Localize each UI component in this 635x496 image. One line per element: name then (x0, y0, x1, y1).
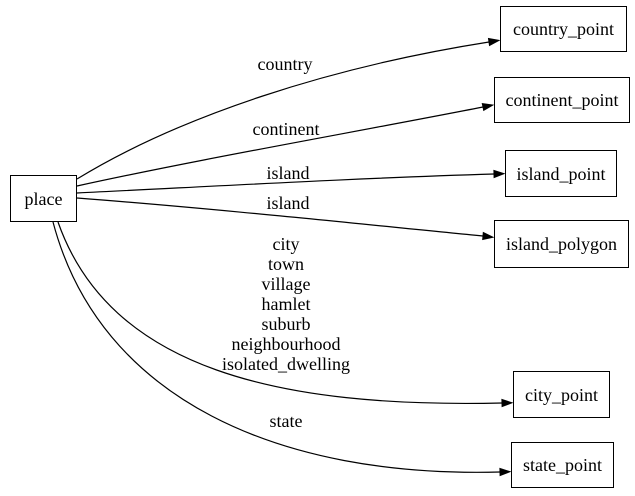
edge-label-continent: continent (252, 119, 320, 139)
edge-line-state (52, 221, 501, 473)
node-continent-point: continent_point (494, 77, 630, 123)
edge-label-state: state (269, 411, 303, 431)
edge-place-city-point (57, 221, 514, 408)
edge-label-island-polygon: island (266, 193, 310, 213)
edge-line-island-point (76, 173, 495, 194)
arrowhead-continent-point (481, 103, 495, 112)
edge-label-city-group: city town village hamlet suburb neighbou… (222, 234, 350, 374)
edge-line-continent (76, 106, 484, 187)
arrowhead-state-point (499, 467, 512, 477)
node-city-point: city_point (513, 371, 610, 418)
node-island-polygon: island_polygon (494, 220, 629, 268)
node-island-point: island_point (505, 150, 617, 197)
edge-place-state-point (52, 221, 512, 477)
arrowhead-island-polygon (482, 231, 495, 241)
edge-line-island-polygon (76, 197, 484, 237)
edge-label-country: country (257, 54, 313, 74)
arrowhead-city-point (501, 398, 514, 408)
arrowhead-country-point (487, 37, 501, 47)
edge-line-city (57, 221, 503, 404)
edge-place-continent-point (76, 103, 495, 187)
node-place: place (10, 175, 77, 222)
edge-place-island-point (76, 169, 506, 194)
edge-place-country-point (76, 37, 501, 180)
arrowhead-island-point (493, 169, 506, 179)
edge-line-country (76, 41, 490, 180)
node-state-point: state_point (511, 442, 614, 488)
edge-label-island-point: island (266, 163, 310, 183)
edge-place-island-polygon (76, 197, 495, 241)
node-country-point: country_point (500, 6, 627, 52)
